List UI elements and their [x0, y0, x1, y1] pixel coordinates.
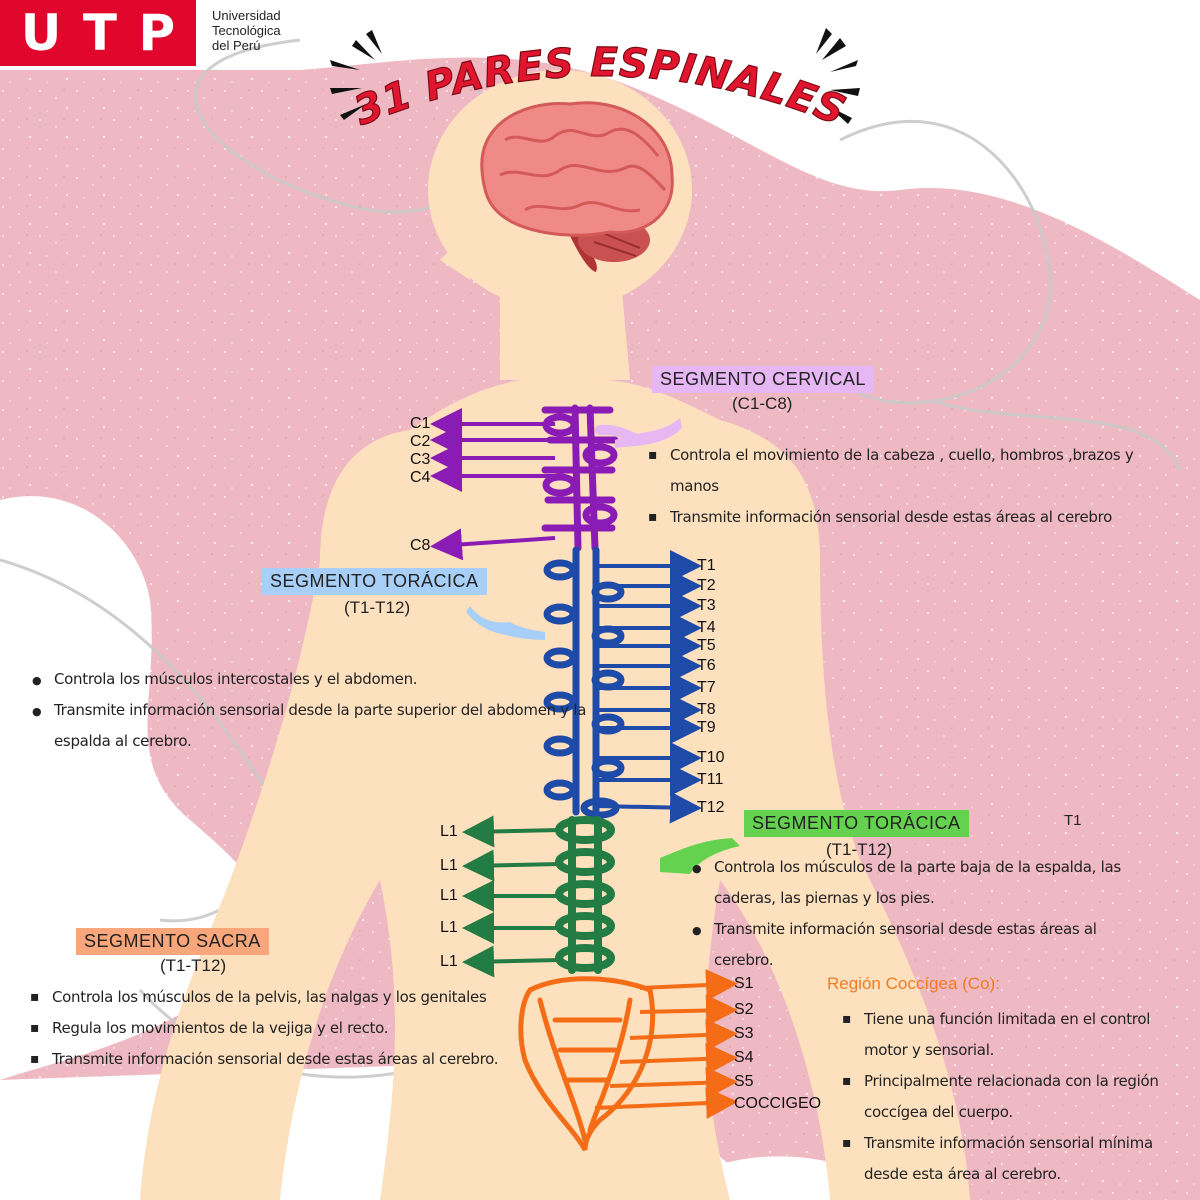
toracica-bullet: Transmite información sensorial desde la…: [30, 695, 590, 757]
nerve-label-t5: T5: [697, 637, 716, 654]
nerve-label-l4: L1: [440, 919, 458, 936]
nerve-label-c3: C3: [410, 451, 431, 468]
university-line-1: Universidad: [212, 8, 281, 23]
nerve-label-c8: C8: [410, 537, 431, 554]
lumbar-nerve-arrows: [462, 815, 561, 978]
title-graphic: 31 PARES ESPINALES: [347, 40, 853, 135]
sacra-bullet-list: Controla los músculos de la pelvis, las …: [28, 982, 528, 1075]
toracica-segment-range: (T1-T12): [344, 598, 411, 617]
utp-logo: U T P: [0, 0, 196, 66]
nerve-label-t2: T2: [697, 577, 716, 594]
nerve-label-t9: T9: [697, 719, 716, 736]
nerve-label-s4: S4: [734, 1049, 754, 1066]
nerve-label-s5: S5: [734, 1073, 754, 1090]
toracica-bullet-list: Controla los músculos intercostales y el…: [30, 664, 590, 757]
cervical-segment-badge: SEGMENTO CERVICAL: [652, 366, 874, 393]
coccigea-heading: Región Coccígea (Co):: [827, 974, 1000, 993]
sacra-segment-range: (T1-T12): [160, 956, 227, 975]
cervical-bullet: Controla el movimiento de la cabeza , cu…: [646, 440, 1166, 502]
nerve-label-l1: L1: [440, 823, 458, 840]
nerve-label-t10: T10: [697, 749, 725, 766]
nerve-label-t11: T11: [697, 771, 724, 788]
cervical-pointer: [615, 418, 682, 448]
svg-text:31 PARES ESPINALES: 31 PARES ESPINALES: [348, 40, 853, 135]
nerve-label-t12: T12: [697, 799, 725, 816]
sacra-bullet: Controla los músculos de la pelvis, las …: [28, 982, 528, 1013]
spine-cervical: [541, 404, 645, 552]
logo-letter-t: T: [82, 4, 118, 62]
nerve-label-l2: L1: [440, 857, 458, 874]
nerve-label-t8: T8: [697, 701, 716, 718]
cervical-nerve-arrows: [430, 408, 556, 561]
lumbar-stray-label: T1: [1064, 812, 1082, 829]
toracica-segment-badge: SEGMENTO TORÁCICA: [262, 568, 487, 595]
lumbar-bullet-list: Controla los músculos de la parte baja d…: [690, 852, 1160, 976]
nerve-label-c1: C1: [410, 415, 431, 432]
nerve-label-coccigeo: COCCIGEO: [734, 1095, 822, 1112]
nerve-label-t3: T3: [697, 597, 716, 614]
nerve-label-t1: T1: [697, 557, 716, 574]
coccigea-bullet: Principalmente relacionada con la región…: [840, 1066, 1180, 1128]
title-rays: [330, 28, 860, 124]
university-line-3: del Perú: [212, 38, 261, 53]
lumbar-bullet: Controla los músculos de la parte baja d…: [690, 852, 1160, 914]
lumbar-segment-badge: SEGMENTO TORÁCICA: [744, 810, 969, 837]
coccigea-bullet-list: Tiene una función limitada en el control…: [840, 1004, 1180, 1190]
cervical-bullet-list: Controla el movimiento de la cabeza , cu…: [646, 440, 1166, 533]
logo-letter-p: P: [138, 4, 176, 62]
sacra-bullet: Regula los movimientos de la vejiga y el…: [28, 1013, 528, 1044]
cervical-bullet: Transmite información sensorial desde es…: [646, 502, 1166, 533]
brain-illustration: [480, 101, 674, 272]
lumbar-bullet: Transmite información sensorial desde es…: [690, 914, 1160, 976]
nerve-label-l3: L1: [440, 887, 458, 904]
nerve-label-s2: S2: [734, 1001, 754, 1018]
coccigea-bullet: Tiene una función limitada en el control…: [840, 1004, 1180, 1066]
toracica-pointer: [466, 606, 545, 640]
sacra-bullet: Transmite información sensorial desde es…: [28, 1044, 528, 1075]
toracica-bullet: Controla los músculos intercostales y el…: [30, 664, 590, 696]
nerve-label-c4: C4: [410, 469, 431, 486]
university-name: Universidad Tecnológica del Perú: [212, 8, 281, 53]
sacral-nerve-arrows: [594, 969, 738, 1120]
nerve-label-s3: S3: [734, 1025, 754, 1042]
university-line-2: Tecnológica: [212, 23, 281, 38]
nerve-label-l5: L1: [440, 953, 458, 970]
nerve-label-c2: C2: [410, 433, 431, 450]
nerve-label-t7: T7: [697, 679, 716, 696]
nerve-label-t6: T6: [697, 657, 716, 674]
cervical-segment-range: (C1-C8): [732, 394, 793, 413]
thoracic-nerve-arrows: [595, 550, 702, 824]
logo-letter-u: U: [20, 4, 62, 62]
coccigea-bullet: Transmite información sensorial mínima d…: [840, 1128, 1180, 1190]
page-title: 31 PARES ESPINALES: [347, 40, 852, 135]
nerve-label-s1: S1: [734, 975, 754, 992]
sacra-segment-badge: SEGMENTO SACRA: [76, 928, 269, 955]
nerve-label-t4: T4: [697, 619, 716, 636]
